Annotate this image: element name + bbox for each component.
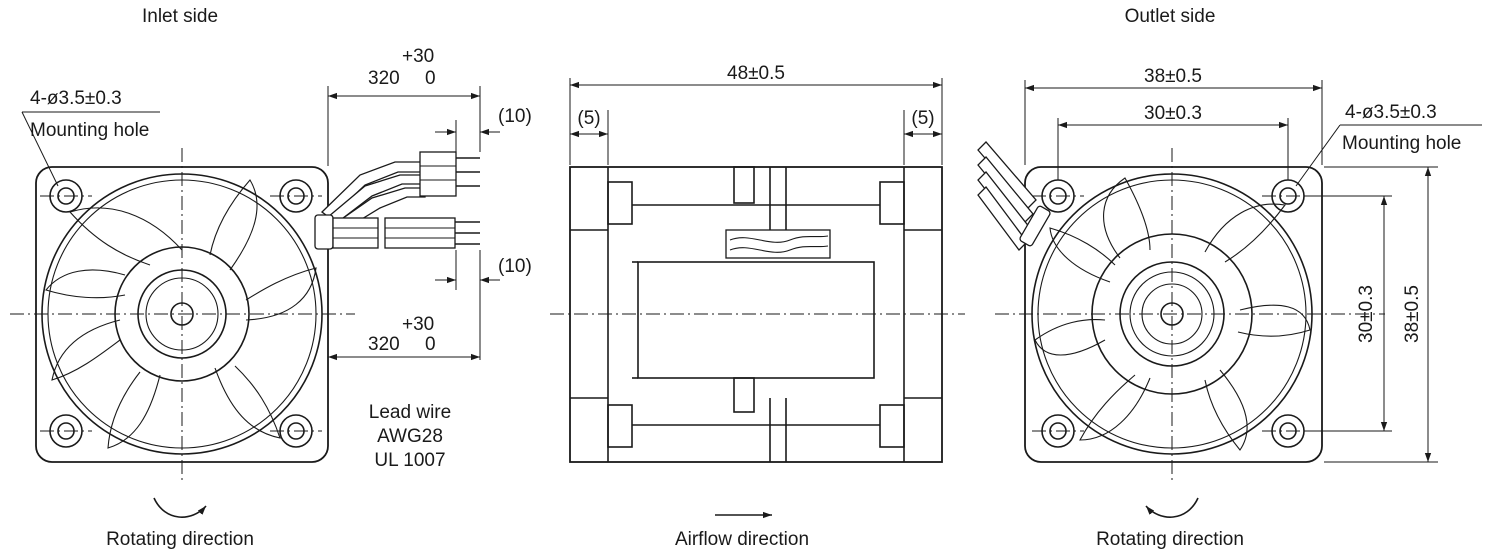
lower-length: 320 [368,334,400,355]
outlet-outer-width-dim: 38±0.5 [1144,66,1202,87]
lower-length-tol: +30 [402,314,434,335]
lower-strip-length: (10) [498,256,532,277]
side-right-margin-dim: (5) [911,108,934,129]
inlet-rotation-label: Rotating direction [106,529,254,550]
inlet-rotation-arrow [153,497,207,518]
outlet-mounting-hole-spec: 4-ø3.5±0.3 [1345,102,1437,123]
outlet-blades [1034,177,1311,451]
lower-length-lower-tol: 0 [425,334,436,355]
outlet-rotation-arrow [1145,497,1199,518]
outlet-title: Outlet side [1125,6,1216,27]
side-view: 48±0.5 (5) (5) Airflow direction [550,63,965,550]
side-width-dim: 48±0.5 [727,63,785,84]
side-motor-body [637,261,875,379]
lead-wire-spec-3: UL 1007 [374,450,445,471]
wire-grommet [314,214,334,250]
lead-wires: +30 320 0 (10) (10) +30 320 0 Lead wire … [314,46,532,471]
upper-length: 320 [368,68,400,89]
outlet-outer-height-dim: 38±0.5 [1402,285,1423,343]
outlet-wire-exit [977,141,1051,251]
upper-wire-sleeve [419,151,457,197]
upper-length-tol: +30 [402,46,434,67]
outlet-hole-pitch-dim: 30±0.3 [1144,103,1202,124]
upper-strip-length: (10) [498,106,532,127]
outlet-mounting-hole-label: Mounting hole [1342,133,1461,154]
lead-wire-spec-2: AWG28 [377,426,443,447]
upper-length-lower-tol: 0 [425,68,436,89]
inlet-mounting-hole-spec: 4-ø3.5±0.3 [30,88,122,109]
outlet-hole-pitch-vertical-dim: 30±0.3 [1356,285,1377,343]
outlet-rotation-label: Rotating direction [1096,529,1244,550]
inlet-mounting-hole-label: Mounting hole [30,120,149,141]
inlet-impeller-blades [45,179,317,449]
outlet-view: Outlet side [977,6,1482,550]
side-left-margin-dim: (5) [577,108,600,129]
inlet-view: Inlet side [10,6,355,550]
side-wire-exit [725,229,831,259]
airflow-label: Airflow direction [675,529,809,550]
inlet-title: Inlet side [142,6,218,27]
lead-wire-spec-1: Lead wire [369,402,451,423]
